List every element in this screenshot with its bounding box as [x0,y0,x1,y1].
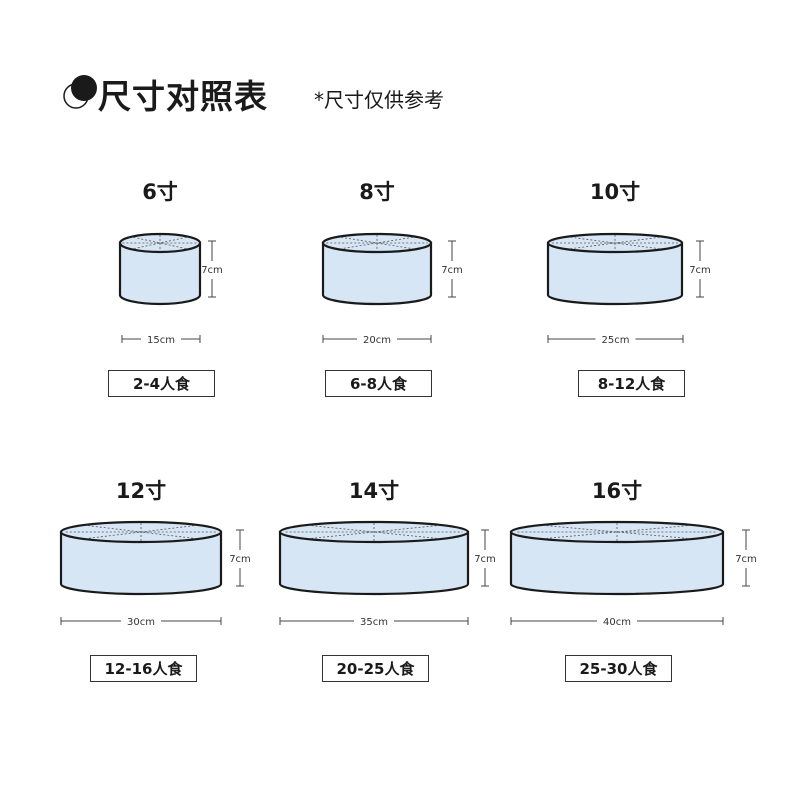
diameter-label: 15cm [147,335,175,346]
cake-body [509,530,725,596]
servings-box: 2-4人食 [108,370,215,397]
cake-slice-line [133,236,187,250]
cake-slice-line [546,525,688,539]
page-title: 尺寸对照表 [98,77,268,116]
height-label: 7cm [201,265,223,276]
cake-slice-line [341,236,413,250]
cake-slice-line [570,236,660,250]
servings-box: 8-12人食 [578,370,685,397]
cake-size-label: 6寸 [142,180,178,204]
cake-body [118,241,202,306]
cake-size-label: 14寸 [348,479,400,503]
cake-size-label: 8寸 [359,180,395,204]
cake-body [278,530,470,596]
height-label: 7cm [474,554,496,565]
diameter-label: 25cm [602,335,630,346]
diameter-label: 35cm [360,617,388,628]
servings-box: 25-30人食 [565,655,672,682]
servings-box: 20-25人食 [322,655,429,682]
cake-body [321,241,433,306]
diameter-label: 40cm [603,617,631,628]
cake-body [59,530,223,596]
height-label: 7cm [735,554,757,565]
cake-slice-line [546,525,688,539]
cake-slice-line [311,525,437,539]
cake-slice-line [311,525,437,539]
cake-size-label: 10寸 [589,180,641,204]
height-label: 7cm [441,265,463,276]
cake-size-label: 16寸 [591,479,643,503]
cake-slice-line [87,525,195,539]
reference-note: *尺寸仅供参考 [314,88,444,112]
diameter-label: 30cm [127,617,155,628]
cake-slice-line [133,236,187,250]
cake-size-label: 12寸 [115,479,167,503]
diameter-label: 20cm [363,335,391,346]
title-dots-icon [63,75,97,109]
servings-box: 12-16人食 [90,655,197,682]
height-label: 7cm [229,554,251,565]
height-label: 7cm [689,265,711,276]
cake-body [546,241,684,306]
servings-box: 6-8人食 [325,370,432,397]
